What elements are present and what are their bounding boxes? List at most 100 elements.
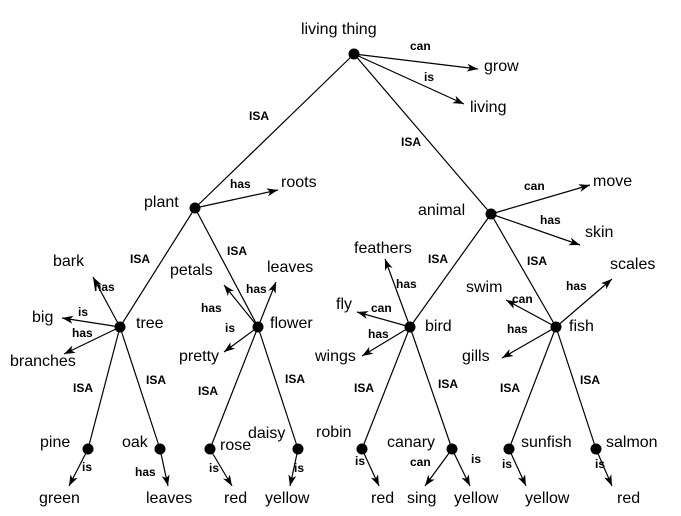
relation-has: has	[72, 326, 93, 340]
node-dot-sunfish	[503, 443, 515, 455]
relation-can: can	[410, 39, 431, 53]
arrow-tree-branches	[63, 326, 121, 355]
node-dot-canary	[446, 443, 458, 455]
property-sing: sing	[407, 490, 436, 507]
node-dot-salmon	[590, 443, 602, 455]
arrow-canary-sing	[424, 448, 453, 487]
property-skin: skin	[585, 224, 613, 241]
isa-edge-living-animal	[353, 53, 492, 215]
label-salmon: salmon	[606, 434, 658, 451]
arrow-canary-yellow	[451, 448, 471, 487]
relation-has: has	[246, 282, 267, 296]
node-dots	[82, 48, 602, 455]
relation-isa: ISA	[527, 254, 547, 268]
isa-edge-fish-salmon	[555, 326, 597, 450]
relation-isa: ISA	[438, 377, 458, 391]
relation-has: has	[201, 301, 222, 315]
relation-has: has	[566, 279, 587, 293]
arrow-tree-bark	[92, 276, 121, 328]
relation-is: is	[355, 454, 365, 468]
relation-has: has	[396, 277, 417, 291]
relation-isa: ISA	[285, 372, 305, 386]
label-canary: canary	[387, 434, 435, 451]
property-petals: petals	[170, 262, 213, 279]
arrow-fish-gills	[501, 326, 557, 359]
property-yellow-canary: yellow	[454, 490, 499, 507]
isa-edges	[87, 53, 597, 450]
label-robin: robin	[316, 424, 352, 441]
arrow-robin-red	[361, 448, 380, 487]
label-sunfish: sunfish	[521, 434, 572, 451]
arrow-bird-wings	[361, 326, 411, 357]
isa-edge-bird-robin	[361, 326, 411, 450]
arrow-daisy-yellow	[288, 448, 299, 487]
relation-is: is	[225, 321, 235, 335]
arrow-living-living	[353, 53, 465, 105]
node-dot-tree	[114, 321, 126, 333]
label-animal: animal	[418, 202, 465, 219]
property-red-robin: red	[371, 490, 394, 507]
relation-is: is	[595, 457, 605, 471]
label-pine: pine	[40, 434, 70, 451]
label-daisy: daisy	[248, 425, 285, 442]
isa-edge-animal-fish	[490, 213, 557, 328]
label-plant: plant	[144, 194, 179, 211]
arrow-bird-feathers	[384, 258, 411, 328]
relation-is: is	[502, 457, 512, 471]
relation-can: can	[524, 179, 545, 193]
label-tree: tree	[136, 315, 164, 332]
arrow-living-grow	[353, 53, 479, 72]
isa-edge-fish-sunfish	[508, 326, 557, 450]
relation-isa: ISA	[401, 135, 421, 149]
isa-edge-tree-pine	[87, 326, 121, 450]
relation-has: has	[540, 213, 561, 227]
label-bird: bird	[425, 318, 452, 335]
relation-is: is	[471, 452, 481, 466]
arrow-animal-move	[490, 184, 591, 215]
property-leaves-flower: leaves	[267, 259, 313, 276]
relation-isa: ISA	[580, 373, 600, 387]
arrow-flower-pretty	[223, 326, 259, 353]
arrow-flower-leaves	[257, 281, 277, 328]
label-fish: fish	[569, 318, 594, 335]
property-feathers: feathers	[354, 240, 412, 257]
node-dot-fish	[550, 321, 562, 333]
property-scales: scales	[610, 256, 655, 273]
arrow-rose-red	[209, 448, 233, 487]
property-red-rose: red	[224, 490, 247, 507]
isa-edge-plant-flower	[194, 207, 259, 328]
relation-isa: ISA	[354, 381, 374, 395]
property-red-salmon: red	[617, 490, 640, 507]
node-dot-robin	[356, 443, 368, 455]
property-roots: roots	[281, 174, 317, 191]
arrow-oak-leaves	[159, 448, 170, 487]
property-yellow-daisy: yellow	[265, 490, 310, 507]
property-gills: gills	[462, 348, 490, 365]
node-dot-pine	[82, 443, 94, 455]
relation-has: has	[135, 465, 156, 479]
arrow-salmon-red	[595, 448, 613, 487]
node-dot-flower	[252, 321, 264, 333]
relation-has: has	[507, 322, 528, 336]
label-living-thing: living thing	[301, 21, 377, 38]
property-living: living	[470, 99, 506, 116]
property-arrows	[61, 53, 613, 487]
isa-edge-living-plant	[194, 53, 355, 209]
label-rose: rose	[220, 437, 251, 454]
relation-can: can	[371, 301, 392, 315]
arrow-bird-fly	[356, 311, 411, 328]
concept-labels: living thing plant animal tree flower bi…	[40, 21, 658, 454]
relation-is: is	[294, 461, 304, 475]
property-green: green	[39, 490, 80, 507]
property-bark: bark	[53, 253, 85, 270]
relation-isa: ISA	[428, 252, 448, 266]
relation-isa: ISA	[130, 252, 150, 266]
node-dot-daisy	[292, 443, 304, 455]
arrow-sunfish-yellow	[508, 448, 527, 487]
arrow-fish-scales	[555, 278, 613, 328]
relation-is: is	[424, 70, 434, 84]
property-swim: swim	[466, 279, 502, 296]
property-leaves-oak: leaves	[146, 490, 192, 507]
relation-isa: ISA	[227, 244, 247, 258]
